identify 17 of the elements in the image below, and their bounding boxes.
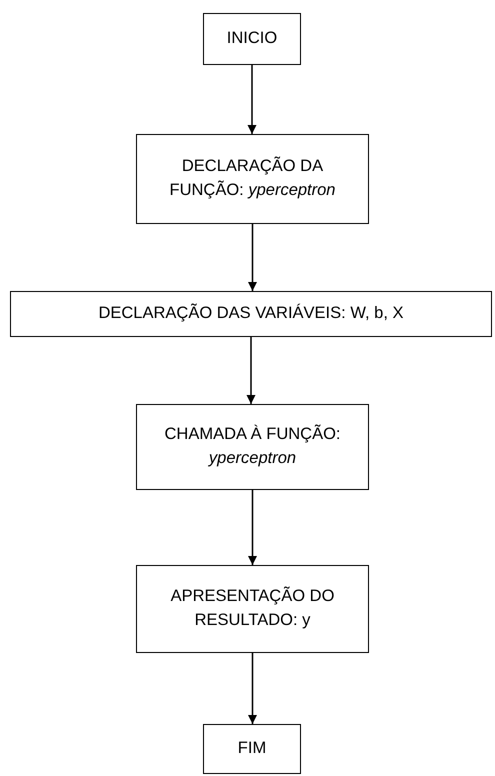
box-label: FIM — [238, 738, 266, 760]
box-label: DECLARAÇÃO DAS VARIÁVEIS: W, b, X — [98, 302, 404, 324]
arrow — [248, 653, 257, 724]
process-box — [10, 291, 492, 337]
process-box — [136, 404, 369, 490]
process-box — [203, 724, 301, 774]
box-label: APRESENTAÇÃO DO RESULTADO: y — [170, 586, 336, 631]
arrow — [248, 490, 257, 565]
arrow — [248, 224, 257, 291]
process-box — [136, 134, 369, 224]
arrow — [248, 65, 256, 134]
box-label: INICIO — [226, 28, 278, 50]
box-label: CHAMADA À FUNÇÃO: yperceptron — [163, 424, 342, 469]
box-label: DECLARAÇÃO DA FUNÇÃO: yperceptron — [168, 156, 336, 201]
process-box — [203, 13, 301, 65]
process-box — [136, 565, 369, 653]
arrow — [246, 337, 256, 404]
